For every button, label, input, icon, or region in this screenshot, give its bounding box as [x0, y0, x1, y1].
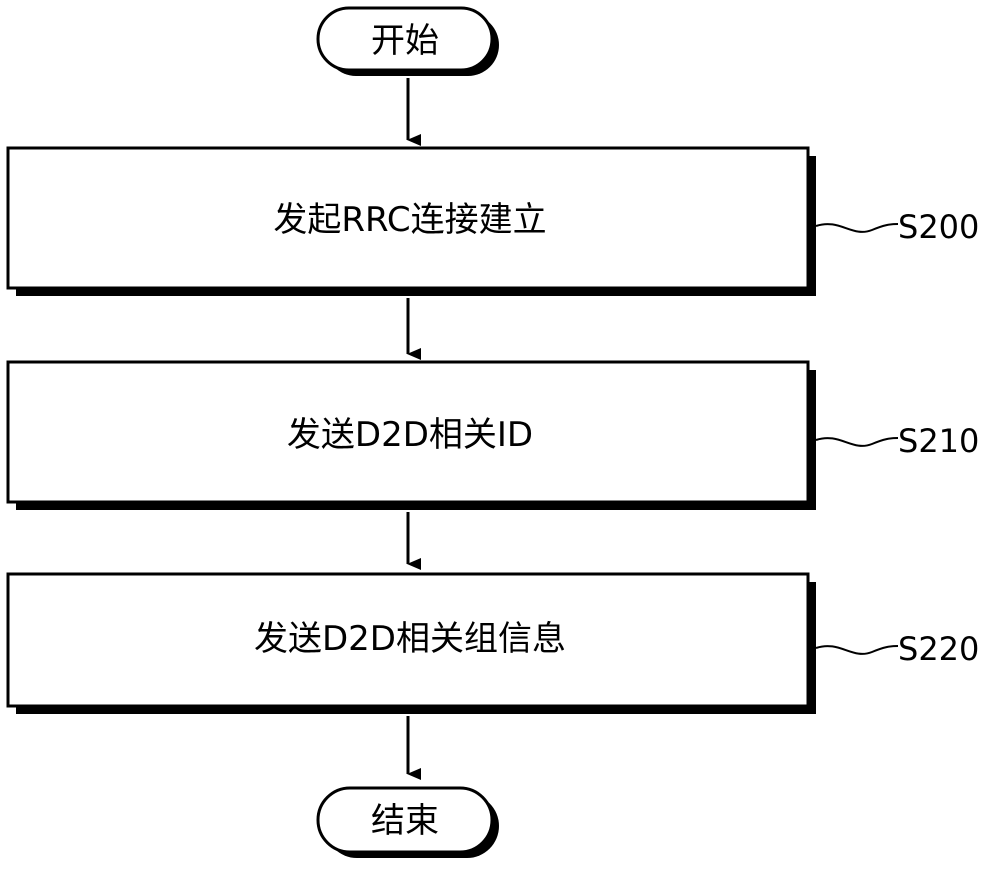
- end-terminal: 结束: [316, 786, 499, 858]
- process-box-s210: 发送D2D相关ID: [6, 360, 816, 510]
- step-id-s220: S220: [898, 630, 979, 668]
- process-box-s200: 发起RRC连接建立: [6, 146, 816, 296]
- end-terminal-label: 结束: [371, 801, 439, 841]
- process-box-s220-label: 发送D2D相关组信息: [254, 619, 566, 659]
- step-id-s210: S210: [898, 422, 979, 460]
- process-box-s200-label: 发起RRC连接建立: [273, 200, 546, 240]
- process-box-s210-label: 发送D2D相关ID: [287, 415, 533, 455]
- leader-line-s200: [815, 223, 899, 233]
- start-terminal: 开始: [316, 6, 499, 76]
- step-id-s200: S200: [898, 208, 979, 246]
- leader-line-s220: [815, 645, 899, 655]
- start-terminal-label: 开始: [371, 21, 439, 61]
- leader-line-s210: [815, 437, 899, 447]
- process-box-s220: 发送D2D相关组信息: [6, 572, 816, 714]
